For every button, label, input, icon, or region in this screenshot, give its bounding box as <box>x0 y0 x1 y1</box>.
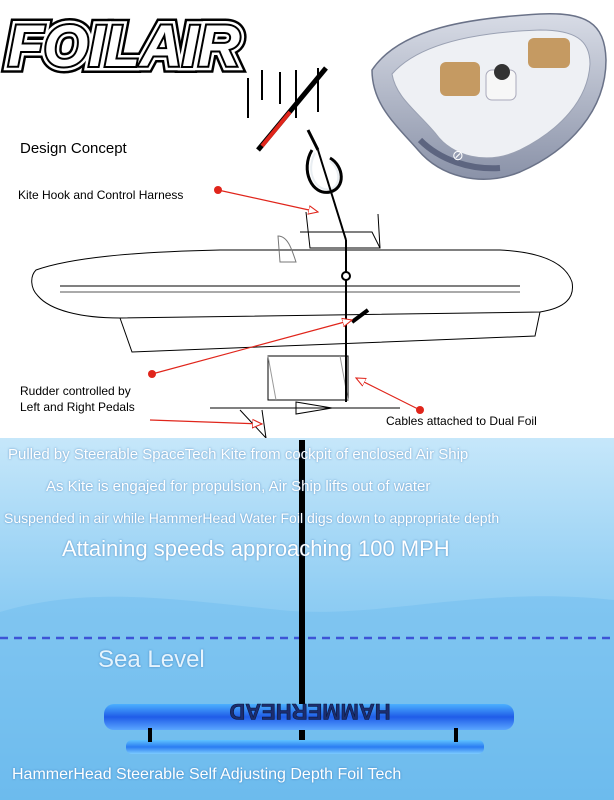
design-concept-heading: Design Concept <box>20 140 127 157</box>
rudder-callout-line2: Left and Right Pedals <box>20 400 135 414</box>
logo-outline-outer: FOILAIR <box>8 14 240 79</box>
deck-panel <box>440 62 480 96</box>
cable-ring <box>341 271 351 281</box>
lower-foil-wing <box>126 740 484 754</box>
harness-mark <box>350 308 370 324</box>
rudder-callout-line1: Rudder controlled by <box>20 384 131 398</box>
kite-control-bar <box>247 66 347 241</box>
water-text-line1: Pulled by Steerable SpaceTech Kite from … <box>8 446 469 463</box>
boat-profile-drawing <box>31 211 574 440</box>
hammerhead-foil: HAMMERHEAD <box>104 699 514 754</box>
callout-pointers <box>148 186 424 424</box>
water-text-line2: As Kite is engajed for propulsion, Air S… <box>46 478 431 495</box>
water-text-line3: Suspended in air while HammerHead Water … <box>4 510 500 526</box>
foil-lettering: HAMMERHEAD <box>229 699 390 724</box>
svg-text:⊘: ⊘ <box>452 147 464 163</box>
logo-outline-inner: FOILAIR <box>8 14 240 79</box>
rhib-boat-illustration: ⊘ <box>371 13 607 180</box>
kite-hook-callout: Kite Hook and Control Harness <box>18 188 184 202</box>
logo-outline-mid: FOILAIR <box>8 14 240 79</box>
logo-fill: FOILAIR <box>8 14 240 79</box>
footer-caption: HammerHead Steerable Self Adjusting Dept… <box>12 766 402 783</box>
cables-callout: Cables attached to Dual Foil <box>386 414 537 428</box>
foilair-logo: FOILAIR FOILAIR FOILAIR FOILAIR <box>1 7 247 86</box>
water-text-line4: Attaining speeds approaching 100 MPH <box>62 536 450 561</box>
sea-level-label: Sea Level <box>98 646 205 673</box>
upper-foil-wing <box>104 704 514 730</box>
